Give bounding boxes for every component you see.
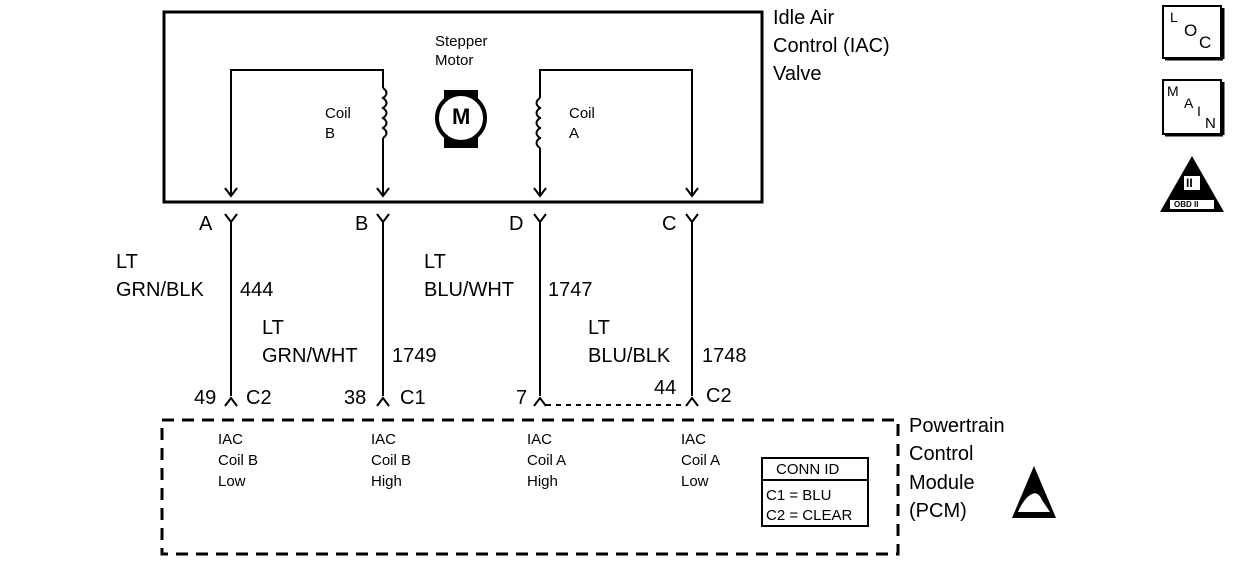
wire-1747-color-line2: BLU/WHT (424, 279, 514, 301)
pcm-input-4-line2: Coil A (681, 452, 721, 469)
conn-id-title: CONN ID (776, 461, 840, 478)
pcm-input-3-line2: Coil A (527, 452, 567, 469)
pcm-title-line4: (PCM) (909, 500, 967, 522)
pcm-connectors (224, 396, 699, 407)
wire-1749-color-line1: LT (262, 317, 284, 339)
pcm-input-1-line2: Coil B (218, 452, 259, 469)
pin-44: 44 (654, 377, 677, 399)
pcm-input-1-line1: IAC (218, 431, 244, 448)
conn-id-box (761, 457, 869, 527)
loc-icon-letter-o: O (1184, 21, 1198, 40)
pcm-input-2-line1: IAC (371, 431, 397, 448)
wire-1747-circuit: 1747 (548, 279, 593, 301)
iac-title-line3: Valve (773, 63, 822, 85)
pcm-title-line3: Module (909, 472, 975, 494)
coil-a-label-line2: A (569, 125, 580, 142)
wires (230, 222, 693, 396)
terminal-d: D (509, 213, 524, 235)
loc-icon-letter-l: L (1170, 9, 1178, 25)
iac-valve-box (162, 10, 764, 204)
wire-1748-color-line2: BLU/BLK (588, 345, 671, 367)
iac-title-line1: Idle Air (773, 7, 835, 29)
main-icon (1162, 79, 1225, 137)
obd-ii-icon (1160, 156, 1224, 212)
pin-49: 49 (194, 387, 217, 409)
pcm-title-line1: Powertrain (909, 415, 1005, 437)
wire-1749-circuit: 1749 (392, 345, 437, 367)
coil-b-label-line2: B (325, 125, 336, 142)
pcm-input-4-line1: IAC (681, 431, 707, 448)
pin-44-connector: C2 (706, 385, 732, 407)
iac-title-line2: Control (IAC) (773, 35, 890, 57)
pin-38-connector: C1 (400, 387, 426, 409)
loc-icon-letter-c: C (1199, 33, 1212, 52)
coil-b-circuit (230, 69, 388, 196)
main-icon-letter-n: N (1205, 115, 1216, 132)
pin-7: 7 (516, 387, 528, 409)
pcm-input-2-line2: Coil B (371, 452, 412, 469)
coil-a-circuit (535, 69, 693, 196)
wire-1748-color-line1: LT (588, 317, 610, 339)
pcm-input-3-line3: High (527, 473, 558, 490)
motor-label-line2: Motor (435, 52, 474, 69)
internal-arrows (224, 187, 699, 198)
obd-ii-numeral: II (1186, 176, 1193, 190)
terminal-connectors (224, 213, 699, 224)
conn-id-c1: C1 = BLU (766, 487, 832, 504)
terminal-c: C (662, 213, 677, 235)
loc-icon (1162, 5, 1225, 61)
esd-sensitive-icon (1012, 466, 1056, 518)
wire-1747-color-line1: LT (424, 251, 446, 273)
wire-444-color-line2: GRN/BLK (116, 279, 204, 301)
coil-a-label-line1: Coil (569, 105, 595, 122)
motor-symbol: M (452, 104, 471, 129)
conn-id-c2: C2 = CLEAR (766, 507, 853, 524)
coil-b-label-line1: Coil (325, 105, 351, 122)
pcm-title-line2: Control (909, 443, 974, 465)
wire-444-color-line1: LT (116, 251, 138, 273)
stepper-motor-icon (435, 90, 487, 148)
pcm-input-4-line3: Low (681, 473, 709, 490)
terminal-b: B (355, 213, 369, 235)
pin-49-connector: C2 (246, 387, 272, 409)
main-icon-letter-i: I (1197, 103, 1201, 119)
wire-1749-color-line2: GRN/WHT (262, 345, 358, 367)
wire-1748-circuit: 1748 (702, 345, 747, 367)
wire-444-circuit: 444 (240, 279, 274, 301)
main-icon-letter-m: M (1167, 83, 1179, 99)
pcm-input-2-line3: High (371, 473, 402, 490)
pcm-box (160, 418, 900, 556)
obd-ii-text: OBD II (1174, 200, 1199, 209)
main-icon-letter-a: A (1184, 95, 1194, 111)
motor-label-line1: Stepper (435, 33, 488, 50)
pin-38: 38 (344, 387, 367, 409)
pcm-input-3-line1: IAC (527, 431, 553, 448)
terminal-a: A (199, 213, 213, 235)
pcm-input-1-line3: Low (218, 473, 246, 490)
